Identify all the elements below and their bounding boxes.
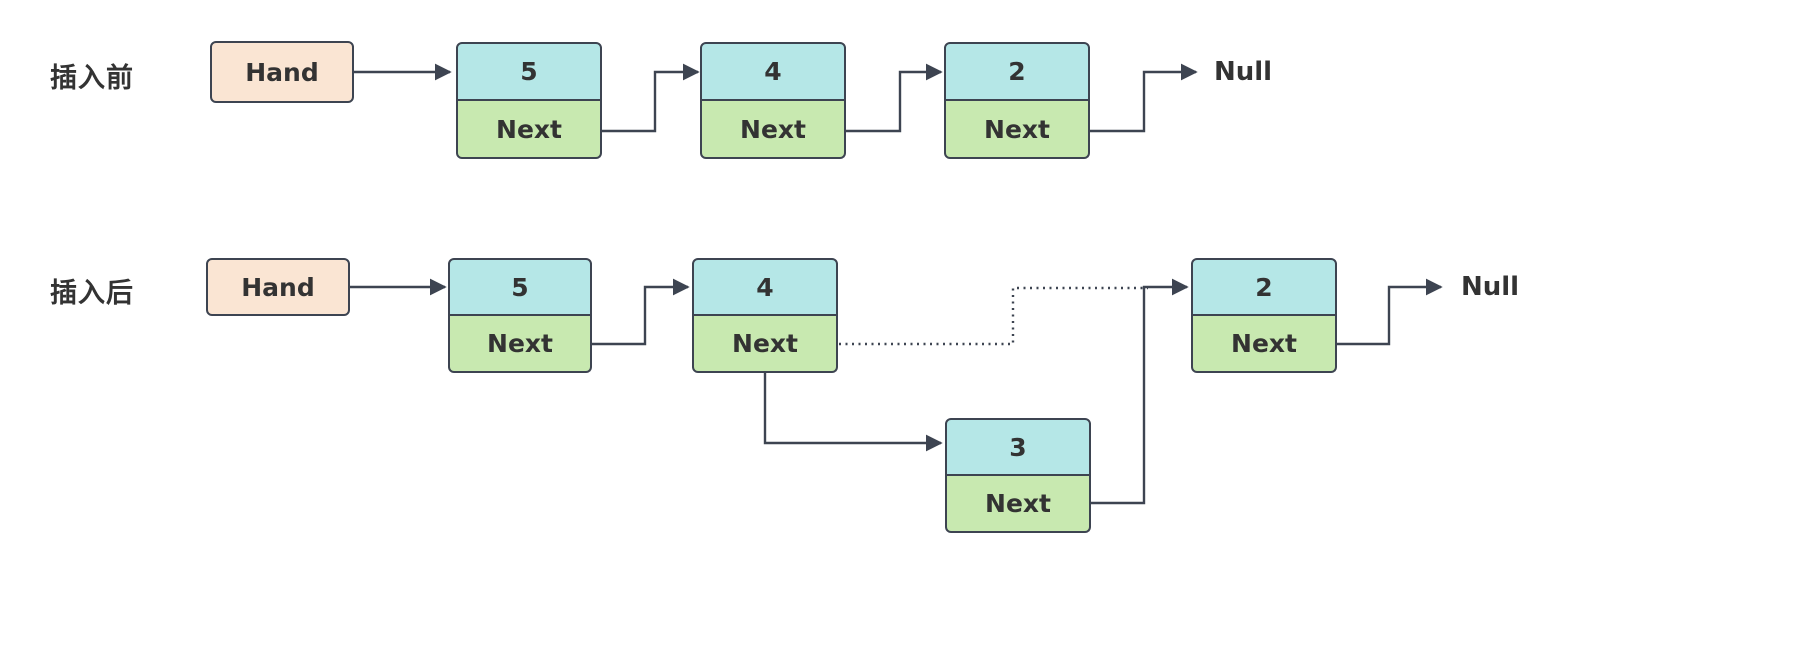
hand-box-before: Hand [210,41,354,103]
node-before-2: 2 Next [944,42,1090,159]
edge-before-5-to-4 [602,63,700,133]
edge-after-4-to-2-old [839,286,1148,346]
node-value-cell: 2 [1191,258,1337,316]
hand-box-after: Hand [206,258,350,316]
node-value-cell: 3 [945,418,1091,476]
node-next-cell: Next [448,316,592,373]
node-after-0: 5 Next [448,258,592,373]
node-value-cell: 4 [700,42,846,101]
edge-after-5-to-4 [592,278,690,346]
edge-after-4-to-3 [763,372,943,452]
node-value-cell: 4 [692,258,838,316]
row-label-before: 插入前 [50,63,134,94]
node-before-0: 5 Next [456,42,602,159]
edge-before-2-to-null [1090,63,1198,133]
node-next-cell: Next [1191,316,1337,373]
row-label-after: 插入后 [50,278,134,309]
node-next-cell: Next [700,101,846,159]
edge-before-4-to-2 [846,63,943,133]
edge-after-3-to-2 [1090,278,1189,505]
node-value-cell: 5 [448,258,592,316]
node-next-cell: Next [944,101,1090,159]
node-after-3: 3 Next [945,418,1091,533]
node-before-1: 4 Next [700,42,846,159]
node-after-1: 4 Next [692,258,838,373]
node-next-cell: Next [456,101,602,159]
null-label-after: Null [1461,272,1520,302]
node-value-cell: 5 [456,42,602,101]
null-label-before: Null [1214,57,1273,87]
node-next-cell: Next [945,476,1091,533]
node-value-cell: 2 [944,42,1090,101]
node-next-cell: Next [692,316,838,373]
edge-after-2-to-null [1336,278,1443,346]
node-after-2: 2 Next [1191,258,1337,373]
